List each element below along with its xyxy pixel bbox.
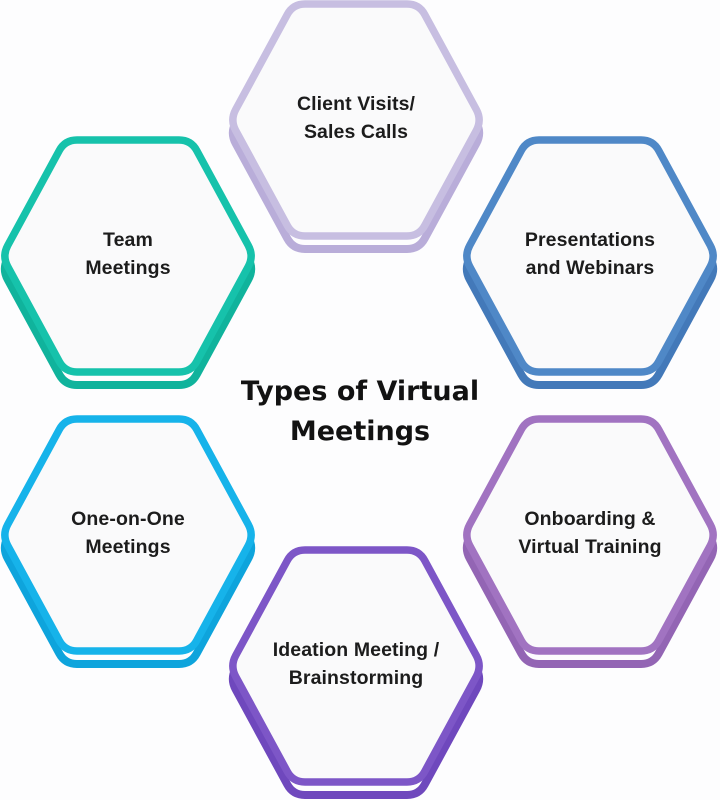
hexagon-one-on-one-meetings: One-on-One Meetings	[0, 415, 258, 671]
hexagon-outline	[229, 0, 483, 240]
hexagon-team-meetings: Team Meetings	[0, 136, 258, 392]
hexagon-outline	[1, 415, 255, 655]
hexagon-label-onboarding: Onboarding & Virtual Training	[518, 508, 662, 558]
hexagon-label-presentations: Presentations and Webinars	[524, 229, 656, 279]
hexagon-label-ideation: Ideation Meeting / Brainstorming	[272, 639, 440, 689]
hexagon-ideation-brainstorming: Ideation Meeting / Brainstorming	[226, 546, 486, 800]
hexagon-outline	[229, 546, 483, 786]
hexagon-label-client-visits: Client Visits/ Sales Calls	[296, 93, 416, 143]
diagram-title: Types of Virtual Meetings	[240, 376, 480, 447]
hexagon-outline	[463, 136, 717, 376]
hexagon-shape-svg	[0, 136, 256, 389]
hexagon-shape-svg	[0, 415, 256, 668]
hexagon-shape-svg	[228, 546, 484, 799]
hexagon-label-one-on-one: One-on-One Meetings	[71, 508, 185, 558]
hexagon-label-team-meetings: Team Meetings	[85, 229, 171, 279]
hexagon-outline	[1, 136, 255, 376]
hexagon-presentations-webinars: Presentations and Webinars	[460, 136, 720, 392]
hexagon-shape-svg	[462, 415, 718, 668]
hexagon-client-visits-sales-calls: Client Visits/ Sales Calls	[226, 0, 486, 256]
hexagon-onboarding-training: Onboarding & Virtual Training	[460, 415, 720, 671]
hexagon-outline	[463, 415, 717, 655]
hexagon-shape-svg	[462, 136, 718, 389]
hexagon-shape-svg	[228, 0, 484, 253]
